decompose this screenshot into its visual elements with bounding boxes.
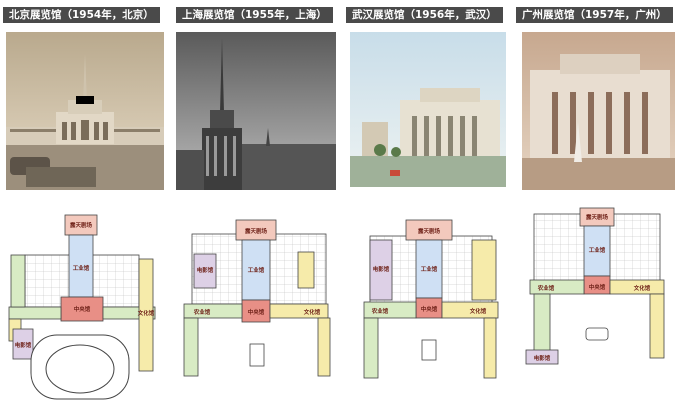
panel-beijing: 北京展览馆（1954年，北京）	[3, 0, 173, 403]
panel-guangzhou: 广州展览馆（1957年，广州）	[516, 0, 679, 403]
label-culture-hall: 文化馆	[304, 308, 321, 316]
label-agriculture-hall: 农业馆	[537, 284, 555, 292]
panel-title-wuhan: 武汉展览馆（1956年，武汉）	[346, 7, 503, 23]
photo-beijing-exhibition-hall	[6, 32, 164, 190]
label-central-hall: 中央馆	[589, 283, 606, 291]
photo-guangzhou-exhibition-hall	[522, 32, 675, 190]
label-culture-hall: 文化馆	[634, 284, 651, 292]
floor-plan-wuhan: 露天剧场 工业馆 电影馆 农业馆 中央馆 文化馆	[360, 212, 510, 384]
photo-wuhan-exhibition-hall	[350, 32, 506, 187]
label-central-hall: 中央馆	[421, 305, 438, 313]
floor-plan-beijing: 露天剧场 工业馆 中央馆 文化馆 电影馆	[3, 207, 171, 403]
floor-plan-shanghai: 露天剧场 工业馆 电影馆 农业馆 中央馆 文化馆	[180, 212, 345, 382]
label-central-hall: 中央馆	[74, 305, 91, 313]
label-agriculture-hall: 农业馆	[193, 308, 211, 316]
label-open-air-theater: 露天剧场	[418, 227, 441, 235]
label-culture-hall: 文化馆	[470, 307, 487, 315]
label-industry-hall: 工业馆	[589, 246, 606, 254]
label-cinema-hall: 电影馆	[15, 341, 32, 349]
label-culture-hall: 文化馆	[138, 309, 155, 317]
label-central-hall: 中央馆	[248, 308, 265, 316]
label-open-air-theater: 露天剧场	[586, 213, 609, 221]
panel-title-shanghai: 上海展览馆（1955年，上海）	[176, 7, 333, 23]
panel-title-beijing: 北京展览馆（1954年，北京）	[3, 7, 160, 23]
label-cinema-hall: 电影馆	[373, 265, 390, 273]
label-industry-hall: 工业馆	[73, 264, 90, 272]
label-cinema-hall: 电影馆	[197, 266, 214, 274]
floor-plan-guangzhou: 露天剧场 工业馆 农业馆 中央馆 文化馆 电影馆	[520, 204, 679, 376]
label-open-air-theater: 露天剧场	[245, 227, 268, 235]
label-industry-hall: 工业馆	[421, 265, 438, 273]
panel-title-guangzhou: 广州展览馆（1957年，广州）	[516, 7, 673, 23]
label-agriculture-hall: 农业馆	[371, 307, 389, 315]
photo-shanghai-exhibition-hall	[176, 32, 336, 190]
label-cinema-hall: 电影馆	[534, 354, 551, 362]
label-industry-hall: 工业馆	[248, 266, 265, 274]
panel-wuhan: 武汉展览馆（1956年，武汉）	[346, 0, 516, 403]
panel-shanghai: 上海展览馆（1955年，上海）	[176, 0, 346, 403]
label-open-air-theater: 露天剧场	[70, 221, 93, 229]
